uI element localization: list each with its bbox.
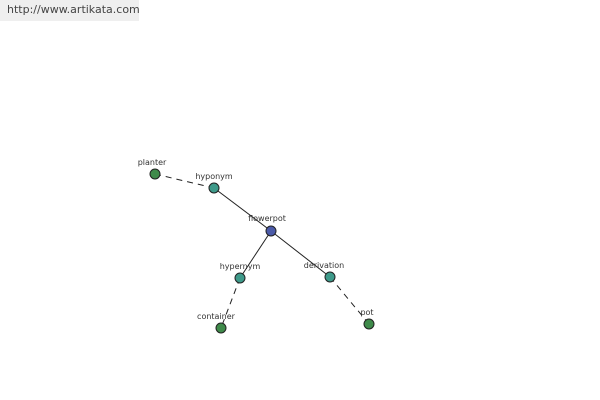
node-hyponym-dot[interactable]	[208, 182, 220, 194]
edge-hyponym-flowerpot	[213, 187, 272, 232]
node-flowerpot-dot[interactable]	[265, 225, 277, 237]
edge-flowerpot-derivation	[270, 230, 331, 278]
node-hypernym-dot[interactable]	[234, 272, 246, 284]
node-planter-dot[interactable]	[149, 168, 161, 180]
edge-hypernym-container	[220, 277, 241, 329]
node-planter-label[interactable]: planter	[138, 158, 167, 167]
source-url[interactable]: http://www.artikata.com	[7, 3, 140, 16]
node-container-label[interactable]: container	[197, 312, 236, 321]
node-hyponym[interactable]: hyponym	[195, 172, 233, 194]
edges	[154, 173, 370, 329]
node-derivation-label[interactable]: derivation	[304, 261, 344, 270]
node-pot-dot[interactable]	[363, 318, 375, 330]
node-flowerpot[interactable]: flowerpot	[248, 214, 286, 237]
node-hyponym-label[interactable]: hyponym	[195, 172, 233, 181]
node-pot[interactable]: pot	[360, 308, 375, 330]
node-pot-label[interactable]: pot	[360, 308, 373, 317]
node-container[interactable]: container	[197, 312, 236, 334]
edge-flowerpot-hypernym	[239, 230, 272, 279]
node-derivation[interactable]: derivation	[304, 261, 344, 283]
node-hypernym-label[interactable]: hypernym	[220, 262, 261, 271]
node-container-dot[interactable]	[215, 322, 227, 334]
node-hypernym[interactable]: hypernym	[220, 262, 261, 284]
node-flowerpot-label[interactable]: flowerpot	[248, 214, 286, 223]
url-bar: http://www.artikata.com	[0, 0, 140, 21]
node-derivation-dot[interactable]	[324, 271, 336, 283]
node-planter[interactable]: planter	[138, 158, 167, 180]
